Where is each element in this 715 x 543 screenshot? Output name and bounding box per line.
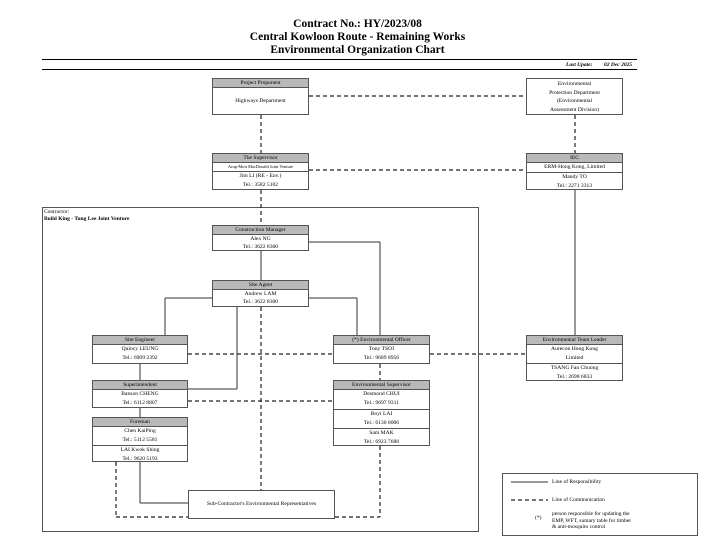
site-engineer-box: Site Engineer Quincy LEUNG Tel.: 6909 23… <box>92 335 188 364</box>
iec-title: IEC <box>527 154 622 163</box>
superintendent-tel: Tel.: 6112 8807 <box>122 400 158 406</box>
env-team-leader-org-2: Limited <box>565 355 584 361</box>
subcontractor-env-rep-box: Sub-Contractor's Environmental Represent… <box>188 490 335 519</box>
legend-star-note-1: person responsible for updating the <box>552 511 630 517</box>
contract-number: Contract No.: HY/2023/08 <box>293 18 422 30</box>
supervisor-box: The Supervisor Arup-Mott MacDonald Joint… <box>212 153 309 190</box>
site-engineer-tel: Tel.: 6909 2392 <box>122 355 158 361</box>
construction-manager-tel: Tel.: 3622 8300 <box>242 244 279 250</box>
es-tel-1: Tel.: 9697 9311 <box>364 400 399 407</box>
contractor-caption: Contractor: <box>44 209 70 215</box>
iec-box: IEC ERM-Hong Kong, Limited Mandy TO Tel.… <box>526 153 623 190</box>
legend-communication: Line of Communication <box>552 497 605 503</box>
env-team-leader-box: Environmental Team Leader Aurecon Hong K… <box>526 335 623 381</box>
header-rule <box>42 59 637 60</box>
contractor-name: Build King - Tung Lee Joint Venture <box>44 216 130 222</box>
environmental-officer-tel: Tel.: 9689 8956 <box>363 355 400 361</box>
env-team-leader-tel: Tel.: 2698 6833 <box>556 373 593 380</box>
update-date: 02 Dec 2025 <box>604 62 633 68</box>
project-proponent-title: Project Proponent <box>213 79 308 88</box>
legend-star-note-2: EMP, WFT, sumary table for timber <box>552 517 632 524</box>
site-engineer-person: Quincy LEUNG <box>121 346 159 352</box>
foreman-person-2: LAI Kwok Shing <box>93 445 187 455</box>
foreman-person-1: Chen KaiPing <box>124 428 156 434</box>
legend-responsibility: Line of Responsibility <box>552 479 602 485</box>
env-team-leader-person: TSANG Fan Chuong <box>527 363 622 373</box>
superintendent-person: Banson CHENG <box>121 391 159 397</box>
epd-line-1: Environmental <box>557 81 592 87</box>
site-agent-box: Site Agent Andrew LAM Tel.: 3622 8300 <box>212 280 309 307</box>
project-proponent-name: Highways Department <box>235 98 286 104</box>
site-agent-title: Site Agent <box>213 281 308 290</box>
legend-box <box>502 473 698 536</box>
epd-line-4: Assessment Division) <box>550 106 599 113</box>
environmental-officer-box: (*) Environmental Officer Tony TSOI Tel.… <box>333 335 430 364</box>
chart-title: Environmental Organization Chart <box>270 44 445 56</box>
environmental-supervisor-box: Environmental Supervisor Desmond CHUI Te… <box>333 380 430 446</box>
es-tel-2: Tel.: 6130 8006 <box>363 419 400 426</box>
supervisor-title: The Supervisor <box>213 154 308 163</box>
env-team-leader-title: Environmental Team Leader <box>527 336 622 345</box>
epd-box: Environmental Protection Department (Env… <box>526 78 623 115</box>
epd-line-2: Protection Department <box>549 89 600 96</box>
project-name: Central Kowloon Route - Remaining Works <box>249 31 466 43</box>
site-engineer-title: Site Engineer <box>93 336 187 345</box>
project-proponent-box: Project Proponent Highways Department <box>212 78 309 115</box>
superintendent-title: Superintendent <box>93 381 187 390</box>
es-tel-3: Tel.: 6923 7688 <box>363 439 400 446</box>
foreman-tel-2: Tel.: 9620 5193 <box>122 455 158 462</box>
supervisor-person: Jim LI (RE - Env.) <box>213 171 308 181</box>
foreman-box: Foreman Chen KaiPing Tel.: 5112 5581 LAI… <box>92 417 188 462</box>
supervisor-tel: Tel.: 3582 5102 <box>242 182 279 188</box>
iec-tel: Tel.: 2271 3313 <box>556 182 593 189</box>
foreman-tel-1: Tel.: 5112 5581 <box>122 437 158 443</box>
epd-line-3: (Environmental <box>556 98 593 104</box>
environmental-officer-person: Tony TSOI <box>368 346 395 352</box>
environmental-supervisor-title: Environmental Supervisor <box>334 381 429 390</box>
site-agent-person: Andrew LAM <box>244 291 277 297</box>
legend-star: (*) <box>535 515 542 521</box>
update-label: Last Upate: <box>566 62 593 68</box>
es-person-2: Boyi LAI <box>334 408 429 419</box>
foreman-title: Foreman <box>93 418 187 427</box>
subcontractor-env-rep-label: Sub-Contractor's Environmental Represent… <box>206 501 317 507</box>
construction-manager-person: Alex NG <box>250 236 271 242</box>
es-person-1: Desmond CHUI <box>363 391 400 397</box>
legend-star-note-3: & anti-mosquito control <box>552 524 606 530</box>
construction-manager-box: Construction Manager Alex NG Tel.: 3622 … <box>212 225 309 251</box>
header-rule-lower <box>42 69 637 70</box>
supervisor-org: Arup-Mott MacDonald Joint Venture <box>227 164 294 169</box>
iec-person: Mandy TO <box>527 171 622 182</box>
construction-manager-title: Construction Manager <box>213 226 308 235</box>
es-person-3: Sam MAK <box>334 428 429 438</box>
environmental-officer-title: (*) Environmental Officer <box>334 336 429 345</box>
env-team-leader-org-1: Aurecon Hong Kong <box>551 346 598 352</box>
superintendent-box: Superintendent Banson CHENG Tel.: 6112 8… <box>92 380 188 408</box>
contractor-label: Contractor: Build King - Tung Lee Joint … <box>44 209 129 223</box>
iec-org: ERM-Hong Kong, Limited <box>544 164 605 170</box>
legend-star-note: person responsible for updating the EMP,… <box>552 511 631 531</box>
site-agent-tel: Tel.: 3622 8300 <box>242 299 279 305</box>
